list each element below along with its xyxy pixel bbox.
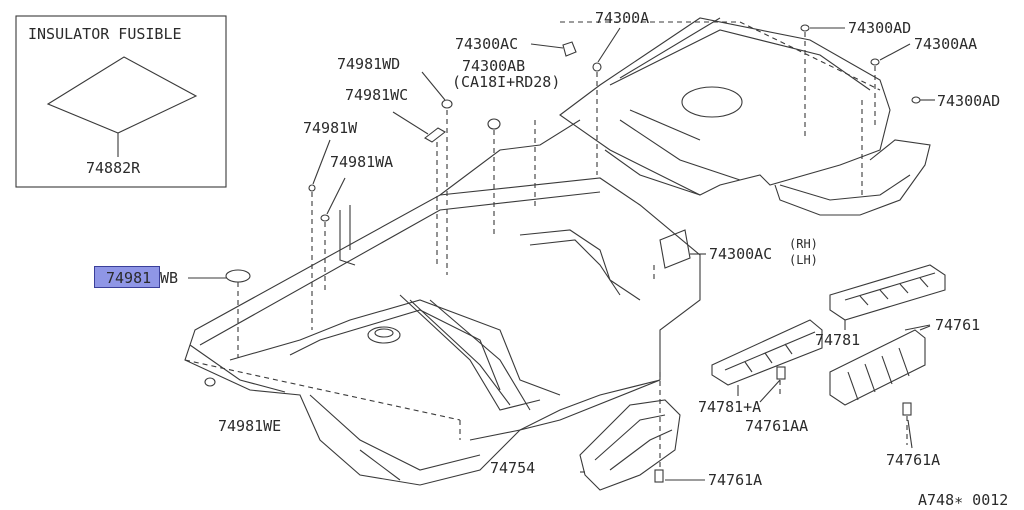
insulator-fusible-sheet — [46, 56, 198, 134]
insulator-74761 — [829, 325, 931, 406]
dashed-leaders — [184, 21, 908, 470]
clip-74300ac-side — [659, 229, 691, 269]
part-label-74981we[interactable]: 74981WE — [218, 417, 282, 435]
diagram-code: A748∗ 0012 — [918, 491, 1009, 509]
clips — [204, 24, 921, 483]
plug-74981wb — [225, 269, 251, 283]
part-label-74300ab-note: (CA18I+RD28) — [452, 73, 561, 91]
insulator-74781 — [829, 264, 946, 330]
insulator-74754 — [579, 399, 681, 491]
inset-frame — [15, 15, 227, 188]
label-leaders — [312, 27, 935, 481]
part-label-74761[interactable]: 74761 — [935, 316, 981, 334]
front-floor-panel — [184, 177, 701, 486]
inset-title: INSULATOR FUSIBLE — [28, 25, 182, 43]
part-label-74981wb-prefix[interactable]: 74981 — [106, 269, 152, 287]
part-label-74300a[interactable]: 74300A — [595, 9, 650, 27]
part-label-74781[interactable]: 74781 — [815, 331, 861, 349]
highlight-74981wb — [94, 266, 160, 288]
part-label-74761a-center[interactable]: 74761A — [708, 471, 763, 489]
part-label-74300ab[interactable]: 74300AB — [462, 57, 526, 75]
variant-lh: (LH) — [789, 253, 818, 267]
part-label-74754[interactable]: 74754 — [490, 459, 536, 477]
part-label-74300ad-right[interactable]: 74300AD — [937, 92, 1001, 110]
part-label-74300ad-top[interactable]: 74300AD — [848, 19, 912, 37]
rear-floor-panel — [439, 17, 931, 216]
part-label-74981w[interactable]: 74981W — [303, 119, 358, 137]
part-label-74761a-right[interactable]: 74761A — [886, 451, 941, 469]
part-label-74882r[interactable]: 74882R — [86, 159, 141, 177]
part-label-74300ac-side[interactable]: 74300AC — [709, 245, 773, 263]
variant-rh: (RH) — [789, 237, 818, 251]
part-label-74981wb-suffix[interactable]: WB — [160, 269, 179, 287]
part-label-74781a[interactable]: 74781+A — [698, 398, 762, 416]
part-label-74300aa[interactable]: 74300AA — [914, 35, 978, 53]
part-label-74981wa[interactable]: 74981WA — [330, 153, 394, 171]
insulator-74781a — [711, 319, 823, 396]
part-label-74761aa[interactable]: 74761AA — [745, 417, 809, 435]
part-label-74981wd[interactable]: 74981WD — [337, 55, 401, 73]
part-label-74300ac-top[interactable]: 74300AC — [455, 35, 519, 53]
part-label-74981wc[interactable]: 74981WC — [345, 86, 409, 104]
